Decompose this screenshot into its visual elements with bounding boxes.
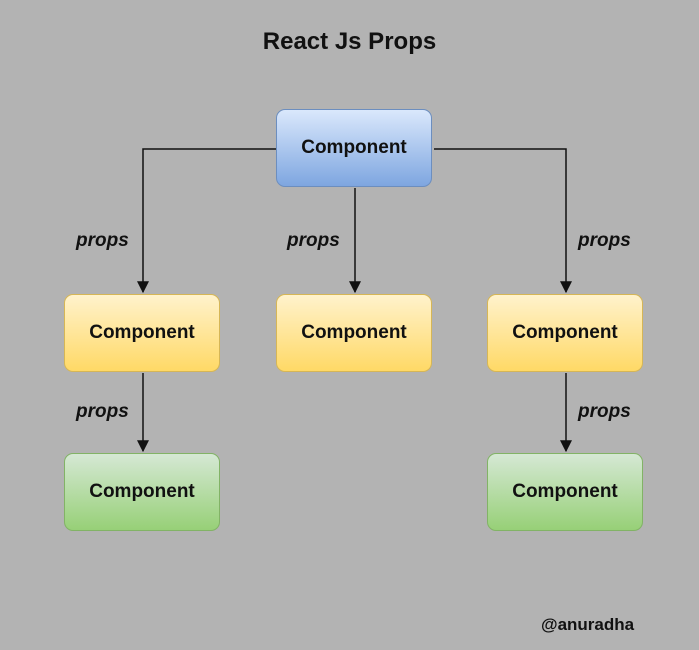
grandchild-left-component-node: Component <box>64 453 220 531</box>
child-left-component-node: Component <box>64 294 220 372</box>
edge-label-root-to-child-right: props <box>578 230 631 251</box>
child-center-component-node: Component <box>276 294 432 372</box>
grandchild-right-component-node: Component <box>487 453 643 531</box>
edge-label-root-to-child-left: props <box>76 230 129 251</box>
edge-label-root-to-child-center: props <box>287 230 340 251</box>
author-credit: @anuradha <box>541 615 635 634</box>
edge-label-child-right-to-grandchild-right: props <box>578 401 631 422</box>
edge-label-child-left-to-grandchild-left: props <box>76 401 129 422</box>
connector-root-to-child-left <box>137 148 276 294</box>
root-component-node: Component <box>276 109 432 187</box>
connector-root-to-child-right <box>434 148 572 294</box>
child-right-component-node: Component <box>487 294 643 372</box>
diagram-title: React Js Props <box>262 28 437 55</box>
